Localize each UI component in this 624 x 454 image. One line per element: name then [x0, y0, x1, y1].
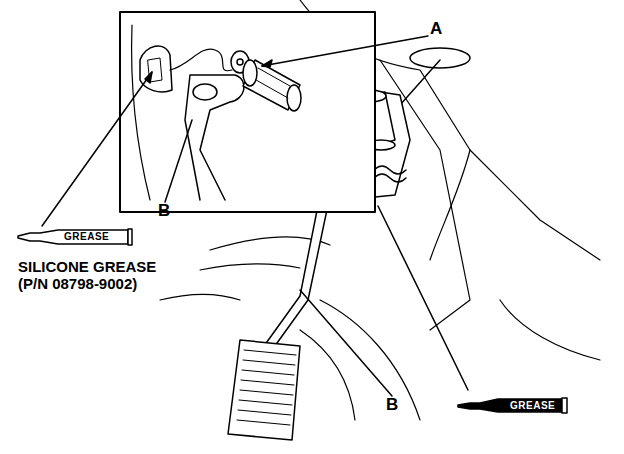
callout-letter: B: [158, 202, 170, 221]
grease-tube-text: GREASE: [64, 231, 109, 242]
grease-tube-text: GREASE: [508, 400, 557, 411]
callout-letter: A: [430, 20, 442, 39]
grease-name: SILICONE GREASE (P/N 08798-9002): [18, 258, 168, 293]
callout-letter: B: [386, 396, 398, 415]
